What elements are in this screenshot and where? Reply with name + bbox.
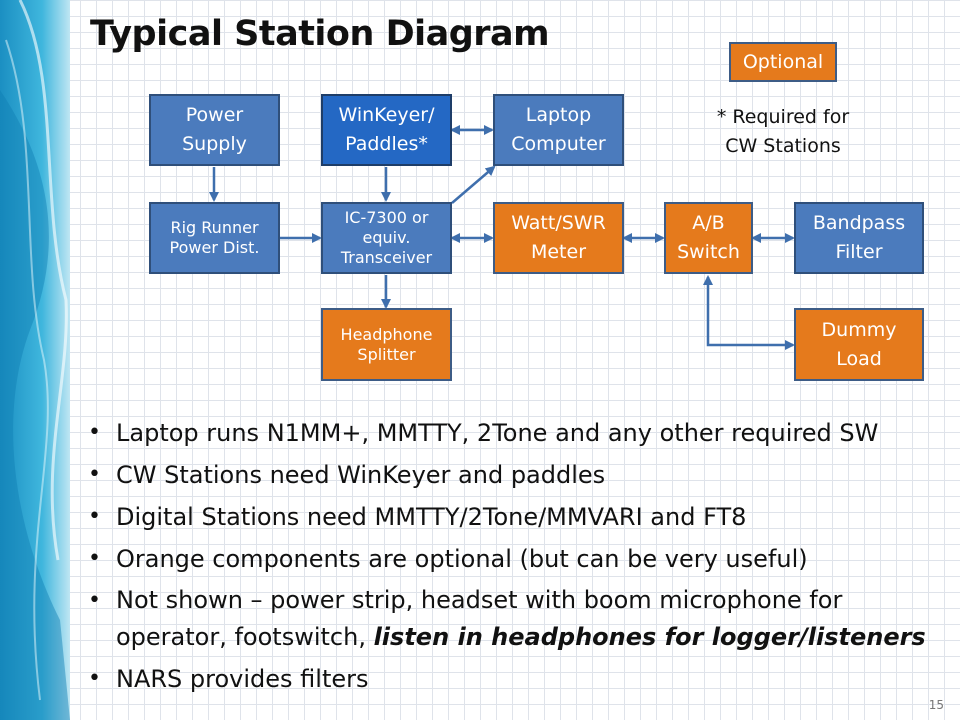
page-number: 15 [928, 698, 944, 712]
bullet-item: NARS provides filters [88, 660, 958, 698]
bullet-text: Not shown – power strip, headset with bo… [116, 586, 843, 651]
bandpass-filter-box: Bandpass Filter [794, 202, 924, 274]
ab-switch-box: A/B Switch [664, 202, 753, 274]
bullet-emphasis: listen in headphones for logger/listener… [373, 623, 926, 651]
transceiver-box: IC-7300 or equiv. Transceiver [321, 202, 452, 274]
arrow-abswitch-dummyload [703, 275, 795, 350]
slide-title: Typical Station Diagram [90, 14, 550, 54]
bullet-item: Digital Stations need MMTTY/2Tone/MMVARI… [88, 498, 958, 536]
laptop-computer-box: Laptop Computer [493, 94, 624, 166]
dummy-load-box: Dummy Load [794, 308, 924, 381]
required-note: * Required for CW Stations [716, 106, 850, 157]
optional-legend-box: Optional [729, 42, 837, 82]
bullet-item: CW Stations need WinKeyer and paddles [88, 456, 958, 494]
arrow-transceiver-to-laptop [451, 165, 496, 204]
bullet-item: Laptop runs N1MM+, MMTTY, 2Tone and any … [88, 414, 958, 452]
decorative-side-band [0, 0, 70, 720]
rig-runner-box: Rig Runner Power Dist. [149, 202, 280, 274]
bullet-list: Laptop runs N1MM+, MMTTY, 2Tone and any … [88, 414, 958, 702]
connector-arrows [209, 125, 795, 350]
bullet-item: Orange components are optional (but can … [88, 540, 958, 578]
power-supply-box: Power Supply [149, 94, 280, 166]
winkeyer-paddles-box: WinKeyer/ Paddles* [321, 94, 452, 166]
watt-swr-meter-box: Watt/SWR Meter [493, 202, 624, 274]
bullet-item-not-shown: Not shown – power strip, headset with bo… [88, 582, 958, 656]
headphone-splitter-box: Headphone Splitter [321, 308, 452, 381]
